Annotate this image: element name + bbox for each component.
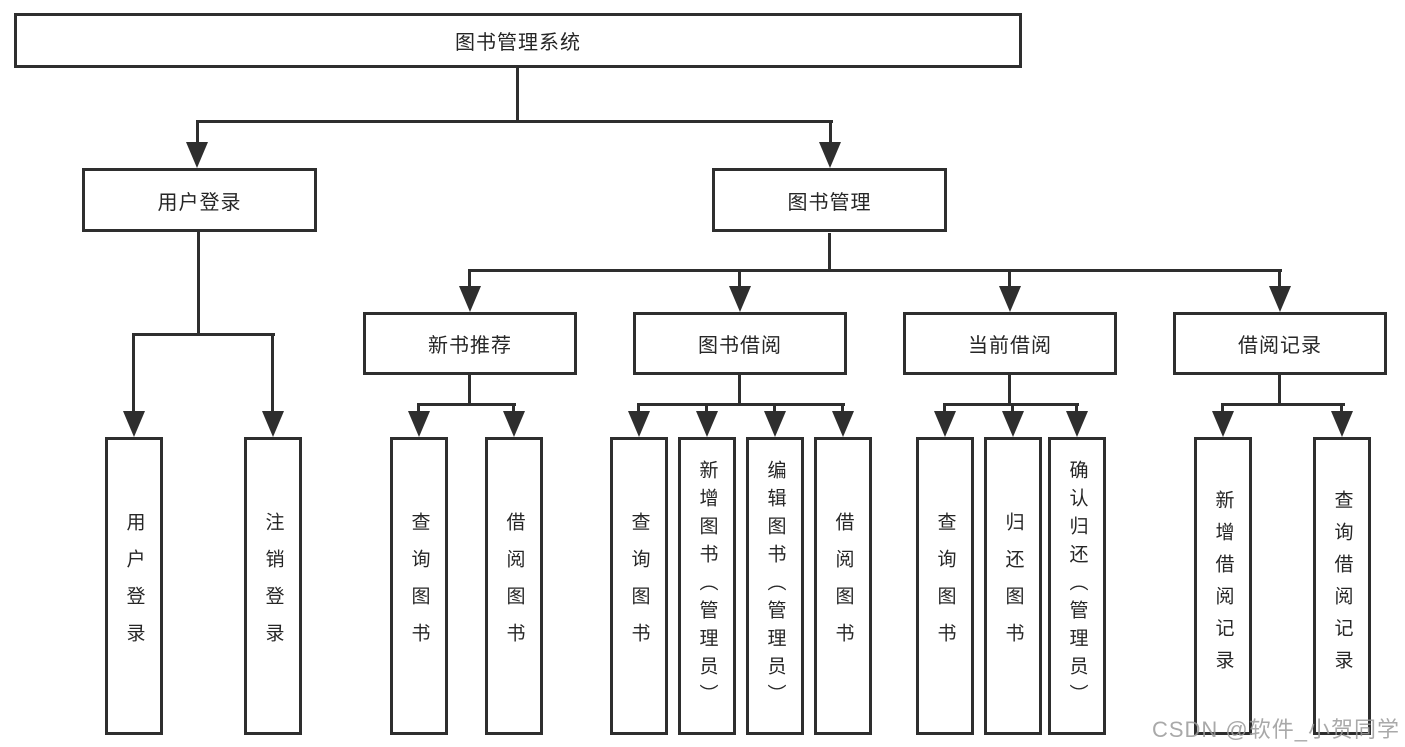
arrowhead-down xyxy=(696,411,718,437)
node-user-login: 用户登录 xyxy=(82,168,317,232)
connector-line xyxy=(417,403,420,415)
arrowhead-down xyxy=(459,286,481,312)
connector-line xyxy=(196,120,199,146)
connector-line xyxy=(417,403,516,406)
connector-line xyxy=(1008,269,1011,290)
leaf-label: 归还图书 xyxy=(1002,512,1024,660)
connector-line xyxy=(1011,403,1014,415)
connector-line xyxy=(738,375,741,406)
node-label: 新书推荐 xyxy=(428,335,512,357)
arrowhead-down xyxy=(729,286,751,312)
node-label: 借阅记录 xyxy=(1238,335,1322,357)
node-book-borrow: 图书借阅 xyxy=(633,312,847,375)
arrowhead-down xyxy=(262,411,284,437)
connector-line xyxy=(468,269,1282,272)
node-book-management: 图书管理 xyxy=(712,168,947,232)
leaf-label: 查询借阅记录 xyxy=(1331,490,1353,682)
connector-line xyxy=(468,269,471,290)
leaf-label: 编辑图书（管理员） xyxy=(764,460,786,712)
arrowhead-down xyxy=(1002,411,1024,437)
connector-line xyxy=(1340,403,1343,415)
leaf-label: 查询图书 xyxy=(628,512,650,660)
leaf-borrow-books-2: 借阅图书 xyxy=(814,437,872,735)
arrowhead-down xyxy=(1212,411,1234,437)
connector-line xyxy=(516,68,519,123)
connector-line xyxy=(1278,269,1281,290)
leaf-logout: 注销登录 xyxy=(244,437,302,735)
connector-line xyxy=(637,403,845,406)
leaf-add-borrow-record: 新增借阅记录 xyxy=(1194,437,1252,735)
connector-line xyxy=(1221,403,1345,406)
leaf-query-books-1: 查询图书 xyxy=(390,437,448,735)
connector-line xyxy=(1278,375,1281,406)
node-label: 图书借阅 xyxy=(698,335,782,357)
connector-line xyxy=(1221,403,1224,415)
leaf-user-login: 用户登录 xyxy=(105,437,163,735)
connector-line xyxy=(828,233,831,272)
node-current-borrow: 当前借阅 xyxy=(903,312,1117,375)
connector-line xyxy=(705,403,708,415)
connector-line xyxy=(197,232,200,336)
node-borrow-records: 借阅记录 xyxy=(1173,312,1387,375)
arrowhead-down xyxy=(123,411,145,437)
leaf-label: 用户登录 xyxy=(123,512,145,660)
connector-line xyxy=(1075,403,1078,415)
connector-line xyxy=(132,333,135,415)
arrowhead-down xyxy=(764,411,786,437)
node-label: 图书管理 xyxy=(787,191,872,214)
leaf-borrow-books-1: 借阅图书 xyxy=(485,437,543,735)
leaf-label: 查询图书 xyxy=(934,512,956,660)
connector-line xyxy=(773,403,776,415)
node-label: 当前借阅 xyxy=(968,335,1052,357)
node-root-system: 图书管理系统 xyxy=(14,13,1022,68)
leaf-query-borrow-record: 查询借阅记录 xyxy=(1313,437,1371,735)
leaf-label: 确认归还（管理员） xyxy=(1066,460,1088,712)
arrowhead-down xyxy=(832,411,854,437)
leaf-label: 查询图书 xyxy=(408,512,430,660)
connector-line xyxy=(637,403,640,415)
arrowhead-down xyxy=(1269,286,1291,312)
leaf-return-book: 归还图书 xyxy=(984,437,1042,735)
leaf-query-books-2: 查询图书 xyxy=(610,437,668,735)
leaf-label: 新增图书（管理员） xyxy=(696,460,718,712)
connector-line xyxy=(271,333,274,415)
leaf-label: 新增借阅记录 xyxy=(1212,490,1234,682)
leaf-confirm-return-admin: 确认归还（管理员） xyxy=(1048,437,1106,735)
leaf-label: 借阅图书 xyxy=(832,512,854,660)
connector-line xyxy=(841,403,844,415)
node-new-book-recommend: 新书推荐 xyxy=(363,312,577,375)
arrowhead-down xyxy=(186,142,208,168)
connector-line xyxy=(829,120,832,146)
arrowhead-down xyxy=(1331,411,1353,437)
csdn-watermark: CSDN @软件_小贺同学 xyxy=(1151,717,1400,742)
leaf-label: 注销登录 xyxy=(262,512,284,660)
arrowhead-down xyxy=(934,411,956,437)
connector-line xyxy=(738,269,741,290)
connector-line xyxy=(196,120,833,123)
connector-line xyxy=(1008,375,1011,406)
arrowhead-down xyxy=(1066,411,1088,437)
arrowhead-down xyxy=(408,411,430,437)
connector-line xyxy=(468,375,471,406)
arrowhead-down xyxy=(819,142,841,168)
connector-line xyxy=(512,403,515,415)
leaf-query-books-3: 查询图书 xyxy=(916,437,974,735)
node-label: 用户登录 xyxy=(157,191,242,214)
leaf-edit-book-admin: 编辑图书（管理员） xyxy=(746,437,804,735)
arrowhead-down xyxy=(999,286,1021,312)
node-label: 图书管理系统 xyxy=(455,32,581,54)
connector-line xyxy=(132,333,275,336)
arrowhead-down xyxy=(628,411,650,437)
leaf-add-book-admin: 新增图书（管理员） xyxy=(678,437,736,735)
leaf-label: 借阅图书 xyxy=(503,512,525,660)
arrowhead-down xyxy=(503,411,525,437)
connector-line xyxy=(943,403,946,415)
